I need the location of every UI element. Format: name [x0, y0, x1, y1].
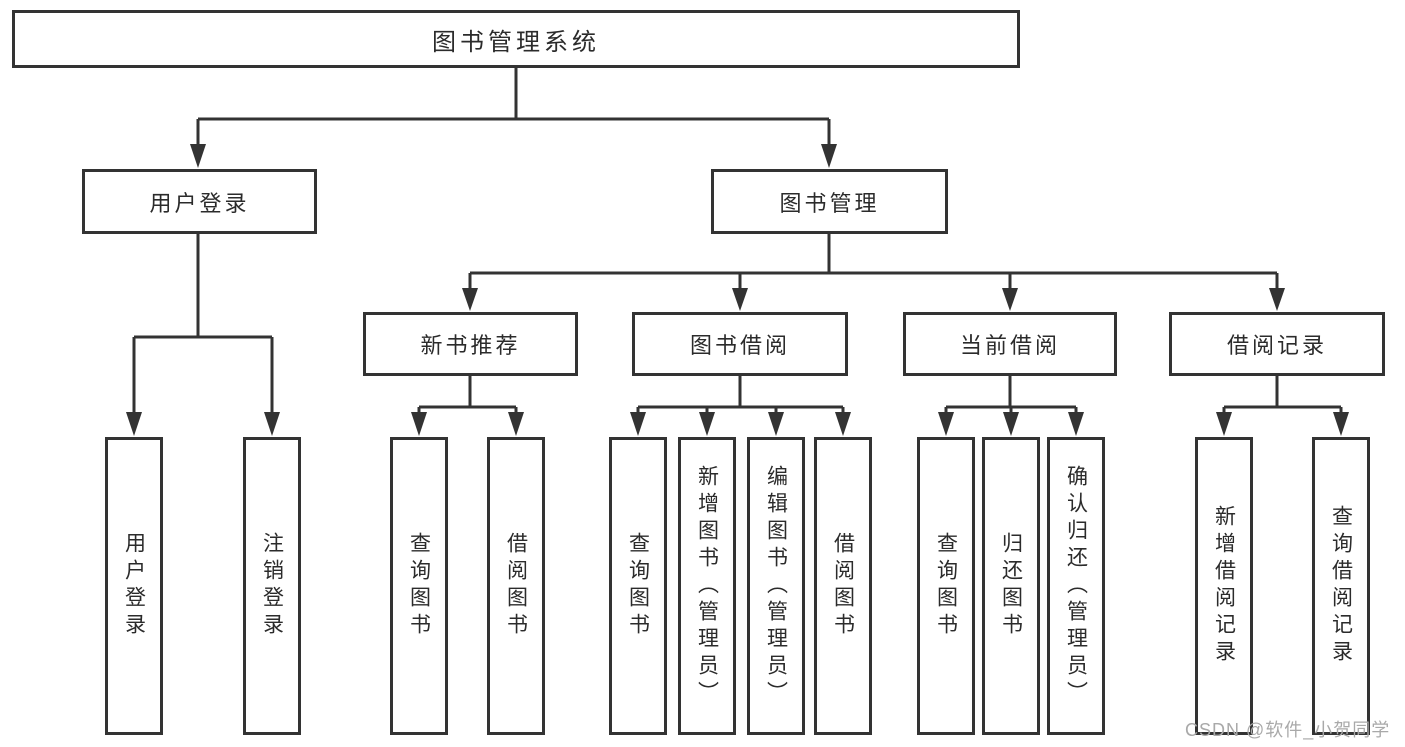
leaf-label: 借阅图书	[504, 532, 528, 640]
leaf-label: 新增借阅记录	[1212, 505, 1236, 667]
node-library-management-system: 图书管理系统	[12, 10, 1020, 68]
leaf-label: 新增图书（管理员）	[695, 464, 719, 708]
leaf-borrow-books-recommend: 借阅图书	[487, 437, 545, 735]
leaf-user-login: 用户登录	[105, 437, 163, 735]
connector-root-to-level2	[196, 68, 831, 145]
node-current-borrow: 当前借阅	[903, 312, 1117, 376]
leaf-label: 归还图书	[999, 532, 1023, 640]
leaf-label: 查询借阅记录	[1329, 505, 1353, 667]
arrowhead	[126, 412, 142, 436]
leaf-edit-book-admin: 编辑图书（管理员）	[747, 437, 805, 735]
leaf-query-books-current: 查询图书	[917, 437, 975, 735]
watermark-text: CSDN @软件_小贺同学	[1185, 720, 1391, 740]
connector-userlogin-to-leaves	[132, 234, 274, 413]
leaf-label: 编辑图书（管理员）	[764, 464, 788, 708]
connector-borrow-to-leaves	[636, 376, 845, 413]
leaf-query-borrow-record: 查询借阅记录	[1312, 437, 1370, 735]
leaf-borrow-books: 借阅图书	[814, 437, 872, 735]
connector-current-to-leaves	[944, 376, 1078, 413]
arrowhead	[264, 412, 280, 436]
arrowhead	[821, 144, 837, 168]
leaf-add-borrow-record: 新增借阅记录	[1195, 437, 1253, 735]
leaf-label: 借阅图书	[831, 532, 855, 640]
arrowhead	[1003, 412, 1019, 436]
node-book-borrow: 图书借阅	[632, 312, 848, 376]
node-borrow-records: 借阅记录	[1169, 312, 1385, 376]
connector-bookmgmt-to-level3	[468, 234, 1279, 289]
arrowhead	[699, 412, 715, 436]
leaf-add-book-admin: 新增图书（管理员）	[678, 437, 736, 735]
leaf-label: 用户登录	[122, 532, 146, 640]
arrowhead	[835, 412, 851, 436]
node-book-management: 图书管理	[711, 169, 948, 234]
leaf-return-books: 归还图书	[982, 437, 1040, 735]
arrowhead	[768, 412, 784, 436]
connector-newbook-to-leaves	[417, 376, 518, 413]
leaf-query-books-borrow: 查询图书	[609, 437, 667, 735]
leaf-logout: 注销登录	[243, 437, 301, 735]
arrowhead	[1002, 288, 1018, 311]
leaf-label: 查询图书	[407, 532, 431, 640]
arrowhead	[190, 144, 206, 168]
arrowhead	[630, 412, 646, 436]
arrowhead	[462, 288, 478, 311]
node-new-book-recommend: 新书推荐	[363, 312, 578, 376]
leaf-label: 注销登录	[260, 532, 284, 640]
arrowhead	[1068, 412, 1084, 436]
leaf-confirm-return-admin: 确认归还（管理员）	[1047, 437, 1105, 735]
leaf-label: 查询图书	[626, 532, 650, 640]
node-user-login: 用户登录	[82, 169, 317, 234]
arrowhead	[938, 412, 954, 436]
arrowhead	[508, 412, 524, 436]
arrowhead	[1269, 288, 1285, 311]
leaf-label: 查询图书	[934, 532, 958, 640]
leaf-label: 确认归还（管理员）	[1064, 464, 1088, 708]
arrowhead	[1333, 412, 1349, 436]
leaf-query-books-recommend: 查询图书	[390, 437, 448, 735]
arrowhead	[732, 288, 748, 311]
connector-records-to-leaves	[1222, 376, 1343, 413]
arrowhead	[1216, 412, 1232, 436]
arrowhead	[411, 412, 427, 436]
